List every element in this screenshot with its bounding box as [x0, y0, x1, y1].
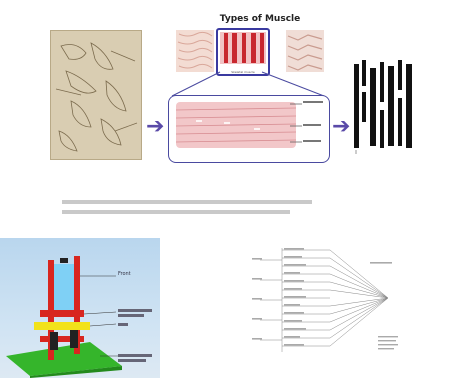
- caption-line-1: [62, 200, 312, 204]
- caption-line-2: [62, 210, 290, 214]
- label-placeholder-2: [118, 314, 144, 317]
- model-stand-photo: Front: [0, 238, 160, 378]
- anatomical-sketch-image: [50, 30, 142, 160]
- label-placeholder-5: [118, 359, 146, 362]
- smooth-muscle-tissue-image: [176, 30, 214, 72]
- cardiac-muscle-tissue-image: [286, 30, 324, 72]
- sarcomere-band-diagram: [352, 58, 418, 154]
- hierarchy-diagram: [250, 240, 410, 366]
- figure-title: Types of Muscle: [219, 14, 301, 24]
- connector-lines: [171, 71, 325, 97]
- right-arrow-icon: ➔: [332, 114, 351, 139]
- label-placeholder-3: [118, 323, 128, 326]
- skeletal-muscle-tissue-image: Skeletal muscle: [216, 28, 270, 76]
- fiber-callout-lines: [290, 101, 323, 143]
- front-label: Front: [118, 271, 131, 277]
- right-arrow-icon: ➔: [146, 114, 165, 139]
- label-placeholder-4: [118, 354, 152, 357]
- muscle-fiber-image: [176, 102, 296, 148]
- sketch-drawing: [55, 42, 138, 152]
- label-placeholder-1: [118, 309, 152, 312]
- skeletal-muscle-label: Skeletal muscle: [231, 70, 255, 74]
